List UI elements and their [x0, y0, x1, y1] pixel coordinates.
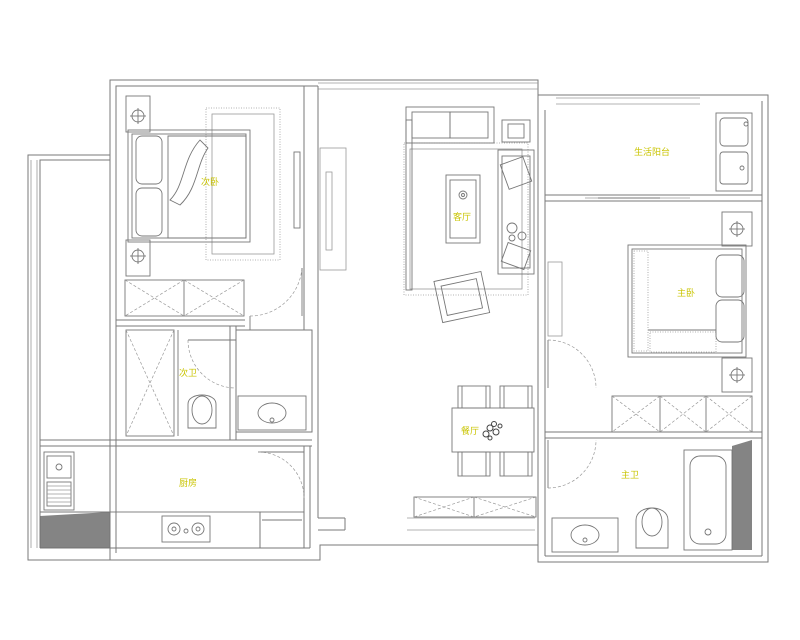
- master-bedroom-furniture: [627, 211, 753, 393]
- living-room-furniture: [403, 106, 535, 324]
- label-master-bedroom: 主卧: [677, 287, 695, 299]
- label-dining-room: 餐厅: [461, 425, 479, 437]
- label-kitchen: 厨房: [179, 477, 197, 489]
- label-balcony: 生活阳台: [634, 146, 670, 158]
- kitchen-fixtures: [40, 451, 305, 549]
- bedroom-shelf: [293, 151, 301, 229]
- second-bedroom-wardrobe: [124, 279, 245, 317]
- second-bedroom-furniture: [125, 95, 281, 277]
- doors: [187, 197, 660, 499]
- windows: [30, 82, 700, 548]
- dining-furniture: [413, 385, 537, 518]
- balcony-fixtures: [715, 112, 753, 192]
- second-bath-fixtures: [125, 329, 217, 437]
- master-bath-fixtures: [551, 440, 752, 553]
- label-second-bath: 次卫: [179, 367, 197, 379]
- label-master-bath: 主卫: [621, 469, 639, 481]
- label-living-room: 客厅: [453, 211, 471, 223]
- label-second-bedroom: 次卧: [201, 176, 219, 188]
- hall-vanity: [237, 395, 307, 431]
- master-wardrobe: [611, 395, 753, 433]
